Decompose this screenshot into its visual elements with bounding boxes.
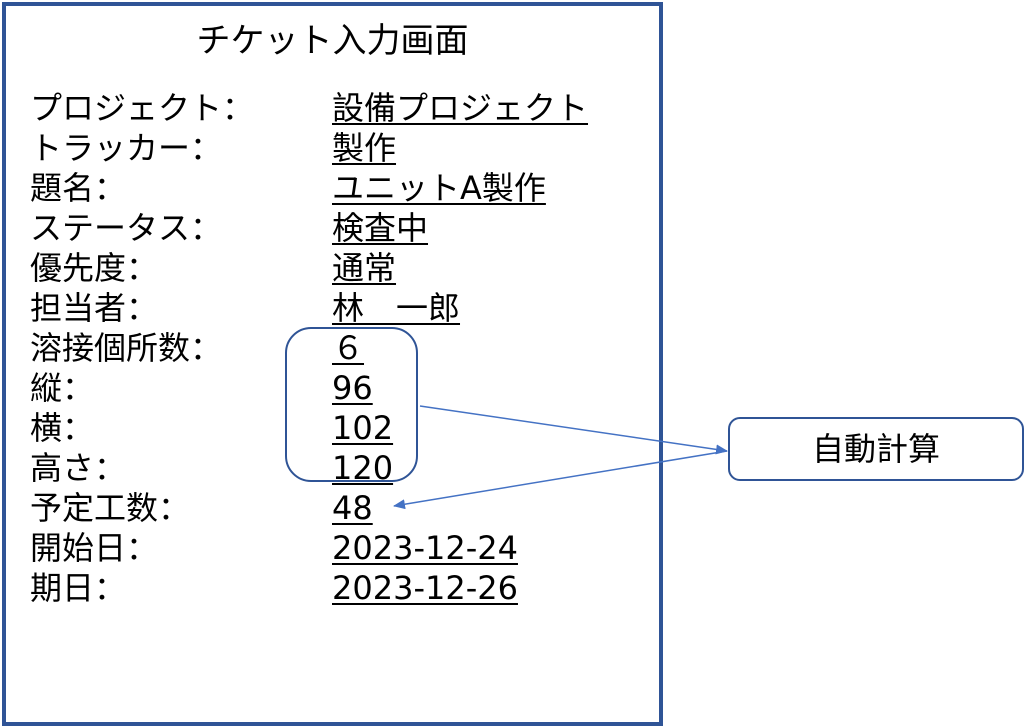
field-row-length: 縦： 96: [30, 368, 650, 408]
field-label-priority: 優先度：: [30, 249, 159, 287]
auto-calc-label: 自動計算: [811, 430, 940, 468]
field-label-status: ステータス：: [30, 209, 223, 247]
field-row-priority: 優先度： 通常: [30, 248, 650, 288]
field-row-estimated-hours: 予定工数： 48: [30, 488, 650, 528]
field-row-due-date: 期日： 2023-12-26: [30, 568, 650, 608]
field-value-tracker[interactable]: 製作: [332, 129, 397, 167]
field-row-width: 横： 102: [30, 408, 650, 448]
field-label-width: 横：: [30, 409, 95, 447]
field-value-weld-count[interactable]: ６: [332, 329, 365, 367]
ticket-input-panel: チケット入力画面 プロジェクト： 設備プロジェクト トラッカー： 製作 題名： …: [2, 2, 663, 726]
field-label-estimated-hours: 予定工数：: [30, 489, 191, 527]
field-label-tracker: トラッカー：: [30, 129, 223, 167]
field-label-length: 縦：: [30, 369, 95, 407]
field-label-weld-count: 溶接個所数：: [30, 329, 223, 367]
field-label-project: プロジェクト：: [30, 89, 255, 127]
field-value-subject[interactable]: ユニットA製作: [332, 169, 546, 207]
field-value-status[interactable]: 検査中: [332, 209, 429, 247]
field-value-width[interactable]: 102: [332, 409, 394, 447]
field-label-due-date: 期日：: [30, 569, 127, 607]
field-value-priority[interactable]: 通常: [332, 249, 397, 287]
field-row-tracker: トラッカー： 製作: [30, 128, 650, 168]
ticket-field-list: プロジェクト： 設備プロジェクト トラッカー： 製作 題名： ユニットA製作 ス…: [30, 88, 650, 608]
field-row-status: ステータス： 検査中: [30, 208, 650, 248]
field-row-project: プロジェクト： 設備プロジェクト: [30, 88, 650, 128]
field-value-start-date[interactable]: 2023-12-24: [332, 529, 518, 567]
field-value-assignee[interactable]: 林 一郎: [332, 289, 461, 327]
field-value-project[interactable]: 設備プロジェクト: [332, 89, 589, 127]
screen-title: チケット入力画面: [196, 21, 469, 61]
field-value-due-date[interactable]: 2023-12-26: [332, 569, 518, 607]
field-value-length[interactable]: 96: [332, 369, 373, 407]
field-row-start-date: 開始日： 2023-12-24: [30, 528, 650, 568]
field-label-height: 高さ：: [30, 449, 127, 487]
field-label-subject: 題名：: [30, 169, 127, 207]
auto-calc-box: 自動計算: [728, 417, 1024, 481]
dimension-input-group: [285, 327, 418, 482]
field-label-assignee: 担当者：: [30, 289, 159, 327]
field-value-estimated-hours[interactable]: 48: [332, 489, 373, 527]
field-label-start-date: 開始日：: [30, 529, 159, 567]
field-row-weld-count: 溶接個所数： ６: [30, 328, 650, 368]
field-row-subject: 題名： ユニットA製作: [30, 168, 650, 208]
field-row-assignee: 担当者： 林 一郎: [30, 288, 650, 328]
